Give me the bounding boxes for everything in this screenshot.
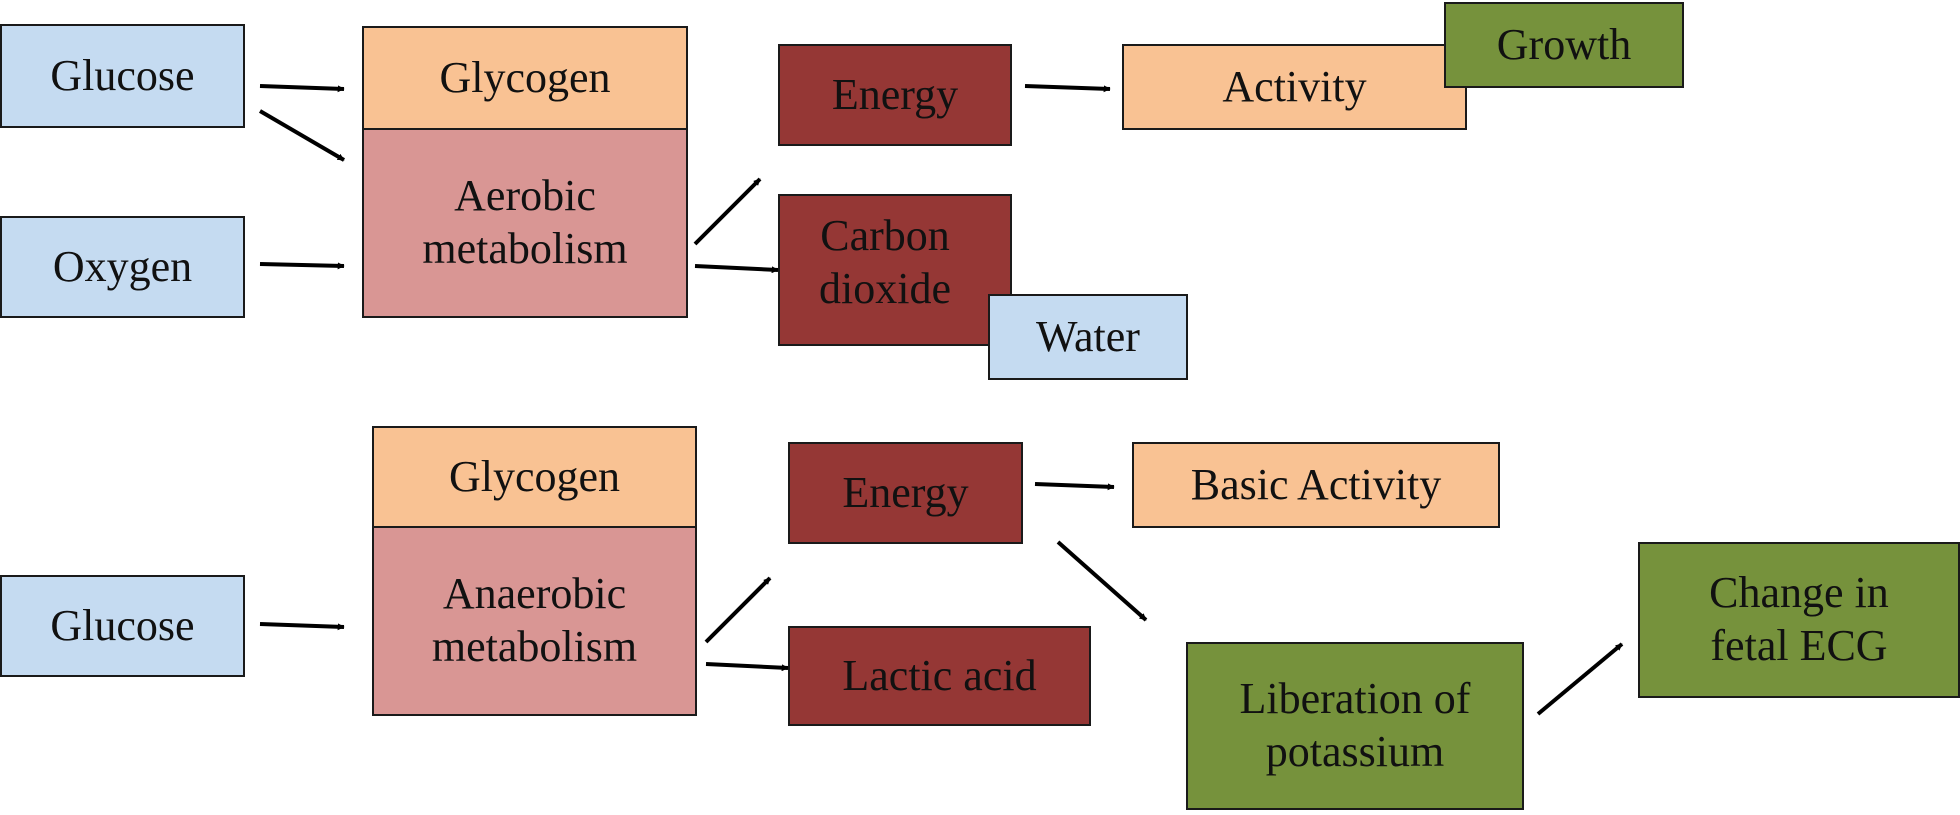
anaerobic-metabolism-box: Anaerobic metabolism <box>372 526 697 716</box>
arrow-aerobic-to-energy <box>693 177 762 246</box>
fetal-ecg-box: Change in fetal ECG <box>1638 542 1960 698</box>
potassium-box: Liberation of potassium <box>1186 642 1524 810</box>
arrow-anaerobic-to-lactic <box>705 662 789 672</box>
potassium-line1: Liberation of <box>1239 674 1471 724</box>
water-label: Water <box>1036 311 1140 361</box>
arrow-energy-to-activity <box>1024 84 1111 93</box>
aerobic-metabolism-line1: Aerobic <box>454 171 596 221</box>
arrow-glucose-to-anaerobic <box>259 622 345 631</box>
glucose-label: Glucose <box>50 50 195 100</box>
growth-label: Growth <box>1496 19 1632 69</box>
glycogen-box-anaerobic: Glycogen <box>372 426 697 528</box>
growth-box: Growth <box>1444 2 1684 88</box>
arrow-energy-to-basic-activity <box>1034 482 1115 491</box>
glycogen-label: Glycogen <box>439 52 611 102</box>
arrow-glucose-to-glycogen <box>259 84 345 93</box>
energy-box-aerobic: Energy <box>778 44 1012 146</box>
carbon-dioxide-line2: dioxide <box>819 263 951 313</box>
arrow-anaerobic-to-energy <box>704 576 772 644</box>
arrow-aerobic-to-co2 <box>694 264 779 274</box>
energy-label: Energy <box>831 69 959 119</box>
aerobic-metabolism-box: Aerobic metabolism <box>362 128 688 318</box>
basic-activity-label: Basic Activity <box>1190 459 1442 509</box>
glycogen-box-aerobic: Glycogen <box>362 26 688 130</box>
potassium-line2: potassium <box>1265 727 1445 776</box>
glucose-box-aerobic: Glucose <box>0 24 245 128</box>
glucose-box-anaerobic: Glucose <box>0 575 245 677</box>
carbon-dioxide-line1: Carbon <box>820 211 950 260</box>
arrow-potassium-to-ecg <box>1536 642 1624 716</box>
oxygen-label: Oxygen <box>52 241 193 291</box>
arrow-glucose-to-aerobic <box>258 109 346 162</box>
activity-box: Activity <box>1122 44 1467 130</box>
arrow-oxygen-to-aerobic <box>259 262 345 270</box>
glycogen-label: Glycogen <box>448 451 621 501</box>
water-box: Water <box>988 294 1188 380</box>
basic-activity-box: Basic Activity <box>1132 442 1500 528</box>
fetal-ecg-line2: fetal ECG <box>1710 621 1888 670</box>
fetal-ecg-line1: Change in <box>1709 568 1889 618</box>
activity-label: Activity <box>1222 61 1367 111</box>
energy-box-anaerobic: Energy <box>788 442 1023 544</box>
carbon-dioxide-box: Carbon dioxide <box>778 194 1012 346</box>
anaerobic-metabolism-line1: Anaerobic <box>442 569 627 619</box>
arrow-energy-to-potassium <box>1056 540 1148 622</box>
oxygen-box: Oxygen <box>0 216 245 318</box>
lactic-acid-label: Lactic acid <box>842 650 1037 700</box>
lactic-acid-box: Lactic acid <box>788 626 1091 726</box>
glucose-label: Glucose <box>50 600 195 650</box>
anaerobic-metabolism-line2: metabolism <box>431 622 638 671</box>
energy-label: Energy <box>842 467 969 517</box>
aerobic-metabolism-line2: metabolism <box>422 224 628 273</box>
